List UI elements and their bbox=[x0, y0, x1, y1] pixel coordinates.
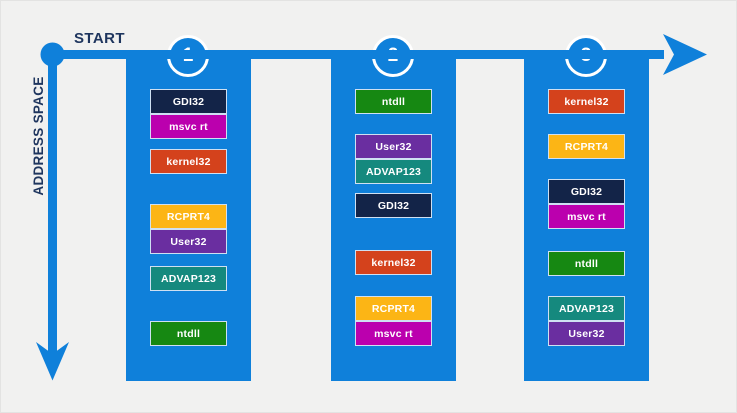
module-label: ADVAP123 bbox=[160, 272, 217, 285]
module-label: ntdll bbox=[381, 95, 406, 108]
module-label: RCPRT4 bbox=[371, 302, 416, 315]
module-block-msvc-rt: msvc rt bbox=[355, 321, 432, 346]
module-label: msvc rt bbox=[567, 210, 606, 223]
step-number: 2 bbox=[387, 45, 399, 66]
module-label: User32 bbox=[568, 327, 605, 340]
step-number: 1 bbox=[182, 45, 194, 66]
module-block-ntdll: ntdll bbox=[548, 251, 625, 276]
module-label: ntdll bbox=[176, 327, 201, 340]
module-block-rcprt4: RCPRT4 bbox=[150, 204, 227, 229]
module-block-kernel32: kernel32 bbox=[150, 149, 227, 174]
module-block-advap123: ADVAP123 bbox=[150, 266, 227, 291]
module-block-gdi32: GDI32 bbox=[150, 89, 227, 114]
module-block-user32: User32 bbox=[548, 321, 625, 346]
module-label: ntdll bbox=[574, 257, 599, 270]
module-block-kernel32: kernel32 bbox=[355, 250, 432, 275]
module-label: User32 bbox=[375, 140, 412, 153]
module-block-kernel32: kernel32 bbox=[548, 89, 625, 114]
step-circle-3: 3 bbox=[565, 35, 607, 77]
module-label: kernel32 bbox=[564, 95, 609, 108]
module-block-ntdll: ntdll bbox=[150, 321, 227, 346]
module-label: RCPRT4 bbox=[564, 140, 609, 153]
module-block-msvc-rt: msvc rt bbox=[150, 114, 227, 139]
start-label: START bbox=[74, 30, 125, 47]
module-block-advap123: ADVAP123 bbox=[355, 159, 432, 184]
module-label: RCPRT4 bbox=[166, 210, 211, 223]
module-block-advap123: ADVAP123 bbox=[548, 296, 625, 321]
step-circle-2: 2 bbox=[372, 35, 414, 77]
address-space-axis-label: ADDRESS SPACE bbox=[31, 76, 46, 196]
origin-dot-icon bbox=[40, 42, 65, 67]
module-block-gdi32: GDI32 bbox=[548, 179, 625, 204]
down-arrowhead-icon bbox=[36, 342, 69, 381]
module-label: GDI32 bbox=[172, 95, 205, 108]
module-block-msvc-rt: msvc rt bbox=[548, 204, 625, 229]
module-block-user32: User32 bbox=[355, 134, 432, 159]
module-block-rcprt4: RCPRT4 bbox=[355, 296, 432, 321]
right-arrowhead-icon bbox=[663, 34, 707, 75]
module-block-ntdll: ntdll bbox=[355, 89, 432, 114]
module-label: kernel32 bbox=[371, 256, 416, 269]
module-block-user32: User32 bbox=[150, 229, 227, 254]
module-label: ADVAP123 bbox=[365, 165, 422, 178]
module-label: GDI32 bbox=[377, 199, 410, 212]
module-label: msvc rt bbox=[374, 327, 413, 340]
module-label: GDI32 bbox=[570, 185, 603, 198]
step-circle-1: 1 bbox=[167, 35, 209, 77]
module-label: msvc rt bbox=[169, 120, 208, 133]
module-block-gdi32: GDI32 bbox=[355, 193, 432, 218]
module-label: ADVAP123 bbox=[558, 302, 615, 315]
step-number: 3 bbox=[580, 45, 592, 66]
vertical-axis-line bbox=[48, 54, 57, 354]
module-label: User32 bbox=[170, 235, 207, 248]
module-block-rcprt4: RCPRT4 bbox=[548, 134, 625, 159]
module-label: kernel32 bbox=[166, 155, 211, 168]
